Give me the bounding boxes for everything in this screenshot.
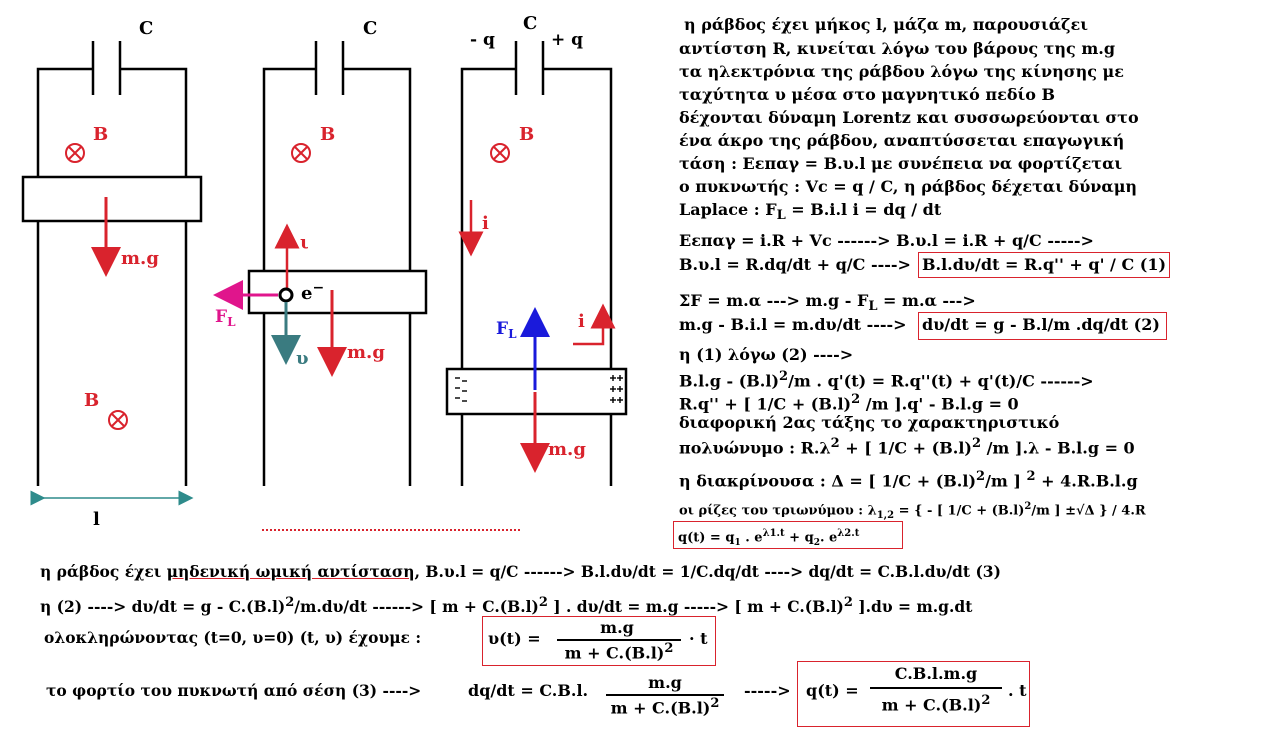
b-field-label: B [519,124,534,145]
b-field-into-page-icon [291,143,311,163]
current-label: i [578,311,585,332]
b-field-label: B [84,390,99,411]
bottom-line-2: η (2) ----> dυ/dt = g - C.(B.l)2/m.dυ/dt… [40,595,973,617]
equation-1: B.l.dυ/dt = R.q'' + q' / C (1) [922,255,1167,274]
equation-line: ΣF = m.α ---> m.g - FL = m.α ---> [679,291,976,315]
electron-icon [278,287,294,303]
charge-denominator: m + C.(B.l)2 [881,693,991,715]
lorentz-label: FL [215,307,236,329]
equation-line: διαφορική 2ας τάξης το χαρακτηριστικό [679,413,1060,432]
charge-fraction-bar [870,687,1002,689]
dq-numerator: m.g [648,673,682,692]
weight-label: m.g [548,439,586,460]
paragraph-line: ο πυκνωτής : Vc = q / C, η ράβδος δέχετα… [679,177,1138,196]
equation-line: πολυώνυμο : R.λ2 + [ 1/C + (B.l)2 /m ].λ… [679,436,1135,458]
current-direction-arrow [573,303,616,346]
figure-2-circuit [262,41,412,486]
dq-fraction-bar [606,694,724,696]
charge-lhs: q(t) = [806,681,859,700]
paragraph-line: ένα άκρο της ράβδου, αναπτύσσεται επαγωγ… [679,131,1125,150]
current-label: ι [300,232,309,253]
equation-line: η διακρίνουσα : Δ = [ 1/C + (B.l)2/m ] 2… [679,469,1138,491]
current-label: i [482,213,489,234]
bottom-line-4: το φορτίο του πυκνωτή από σέση (3) ----> [46,681,422,700]
paragraph-line: δέχονται δύναμη Lorentz και συσσωρεύοντα… [679,108,1139,127]
positive-plate-label: + q [551,30,583,50]
figure-1: C B B m.g l [21,18,203,530]
electron-label: e− [301,280,324,304]
paragraph-line: ταχύτητα υ μέσα στο μαγνητικό πεδίο B [679,85,1056,104]
figure-1-circuit [36,41,188,486]
dq-lhs: dq/dt = C.B.l. [468,681,589,700]
bottom-line-3: ολοκληρώνοντας (t=0, υ=0) (t, υ) έχουμε … [44,628,422,647]
b-field-into-page-icon [65,143,85,163]
equation-1-box [918,252,1170,278]
equation-line: m.g - B.i.l = m.dυ/dt ----> [679,315,907,334]
paragraph-line: τάση : Εεπαγ = B.υ.l με συνέπεια να φορτ… [679,154,1123,173]
roots-line: οι ρίζες του τριωνύμου : λ1,2 = { - [ 1/… [679,501,1146,521]
equation-line: B.l.g - (B.l)2/m . q'(t) = R.q''(t) + q'… [679,369,1094,391]
capacitor-label: C [523,13,537,34]
equation-2: dυ/dt = g - B.l/m .dq/dt (2) [922,315,1160,334]
b-field-label: B [93,124,108,145]
velocity-tail: · t [689,629,708,648]
rod [21,175,203,223]
velocity-denominator: m + C.(B.l)2 [564,641,674,663]
paragraph-line: τα ηλεκτρόνια της ράβδου λόγω της κίνηση… [679,62,1124,81]
lorentz-label: FL [496,319,517,341]
velocity-fraction-bar [557,639,681,641]
charge-final-box [797,661,1030,727]
length-label: l [93,509,100,530]
velocity-numerator: m.g [600,618,634,637]
velocity-label: υ [296,348,309,369]
paragraph-line: αντίστση R, κινείται λόγω του βάρους της… [679,39,1116,58]
equation-line: B.υ.l = R.dq/dt + q/C ----> [679,255,911,274]
capacitor-label: C [139,18,153,39]
weight-label: m.g [347,342,385,363]
charge-tail: . t [1008,681,1027,700]
arrow-text: -----> [744,681,791,700]
positive-charges [610,375,623,403]
charge-solution-box [673,521,903,549]
velocity-solution-box [482,616,716,666]
b-field-into-page-icon [490,143,510,163]
equation-line: η (1) λόγω (2) ----> [679,345,854,364]
equation-line: R.q'' + [ 1/C + (B.l)2 /m ].q' - B.l.g =… [679,392,1019,414]
figure-3: C - q + q B i FL [445,13,628,486]
charge-numerator: C.B.l.m.g [894,664,978,683]
equation-2-box [918,312,1167,340]
dq-denominator: m + C.(B.l)2 [610,696,720,718]
weight-label: m.g [121,248,159,269]
b-field-into-page-icon [108,410,128,430]
figure-3-circuit [460,41,613,486]
capacitor-label: C [363,18,377,39]
laplace-line: Laplace : FL = B.i.l i = dq / dt [679,200,942,224]
paragraph-line: η ράβδος έχει μήκος l, μάζα m, παρουσιάζ… [684,15,1088,34]
equation-line: Εεπαγ = i.R + Vc ------> B.υ.l = i.R + q… [679,231,1094,250]
negative-plate-label: - q [470,30,495,50]
velocity-lhs: υ(t) = [488,629,541,648]
figure-2: C B ι e− FL υ m.g [213,18,428,486]
circuit-figures: C B B m.g l C [21,13,628,531]
bottom-line-1: η ράβδος έχει μηδενική ωμική αντίσταση, … [40,562,1001,581]
charge-solution: q(t) = q1 . eλ1.t + q2. eλ2.t [678,528,860,548]
b-field-label: B [320,124,335,145]
negative-charges [455,377,467,402]
rod [247,269,428,315]
